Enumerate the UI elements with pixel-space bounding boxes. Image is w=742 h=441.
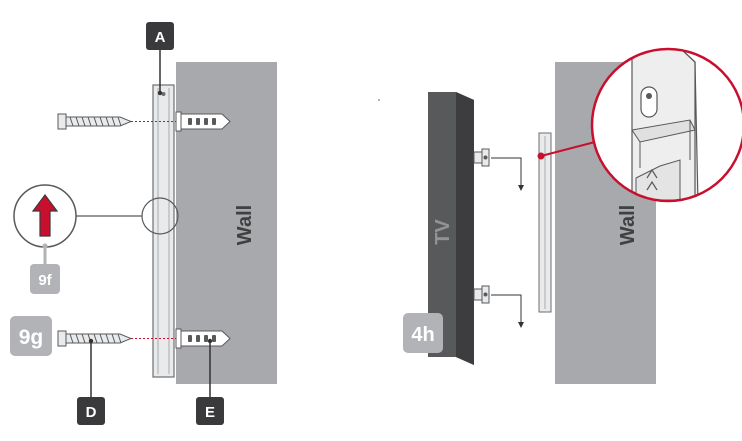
arrow-up-icon bbox=[31, 194, 59, 237]
left-panel: Wall A bbox=[10, 22, 277, 425]
magnifier-leader bbox=[540, 141, 596, 157]
magnifier-detail bbox=[590, 47, 742, 203]
step-badge-4h: 4h bbox=[403, 313, 443, 353]
mounting-rail bbox=[152, 84, 175, 378]
stray-dot bbox=[378, 99, 380, 101]
step-badge-4h-label: 4h bbox=[411, 324, 434, 346]
screw-bottom bbox=[57, 330, 133, 347]
tv-label: TV bbox=[432, 219, 454, 245]
tv-hook-top bbox=[473, 148, 490, 167]
callout-d-label: D bbox=[86, 404, 97, 421]
wall-anchor-bottom bbox=[175, 328, 231, 349]
callout-a: A bbox=[146, 22, 174, 96]
wall-label-right: Wall bbox=[617, 205, 639, 245]
wall-rail bbox=[538, 132, 552, 313]
wall-anchor-top bbox=[175, 111, 231, 132]
callout-e: E bbox=[196, 338, 224, 425]
callout-d: D bbox=[77, 338, 105, 425]
step-badge-9f-label: 9f bbox=[38, 272, 52, 289]
step-badge-9f: 9f bbox=[30, 248, 60, 294]
callout-e-label: E bbox=[205, 404, 215, 421]
magnifier-anchor-dot bbox=[537, 152, 545, 160]
wall-label-left: Wall bbox=[234, 205, 256, 245]
tv-hook-bottom bbox=[473, 285, 490, 304]
tv-unit: TV bbox=[428, 92, 474, 365]
step-badge-9g: 9g bbox=[10, 316, 52, 356]
callout-a-label: A bbox=[155, 29, 166, 46]
direction-bubble bbox=[13, 184, 77, 249]
move-arrow-bottom bbox=[491, 294, 524, 328]
step-badge-9g-label: 9g bbox=[19, 326, 44, 349]
right-panel: TV bbox=[378, 47, 742, 384]
move-arrow-top bbox=[491, 157, 524, 191]
screw-top bbox=[57, 113, 133, 130]
